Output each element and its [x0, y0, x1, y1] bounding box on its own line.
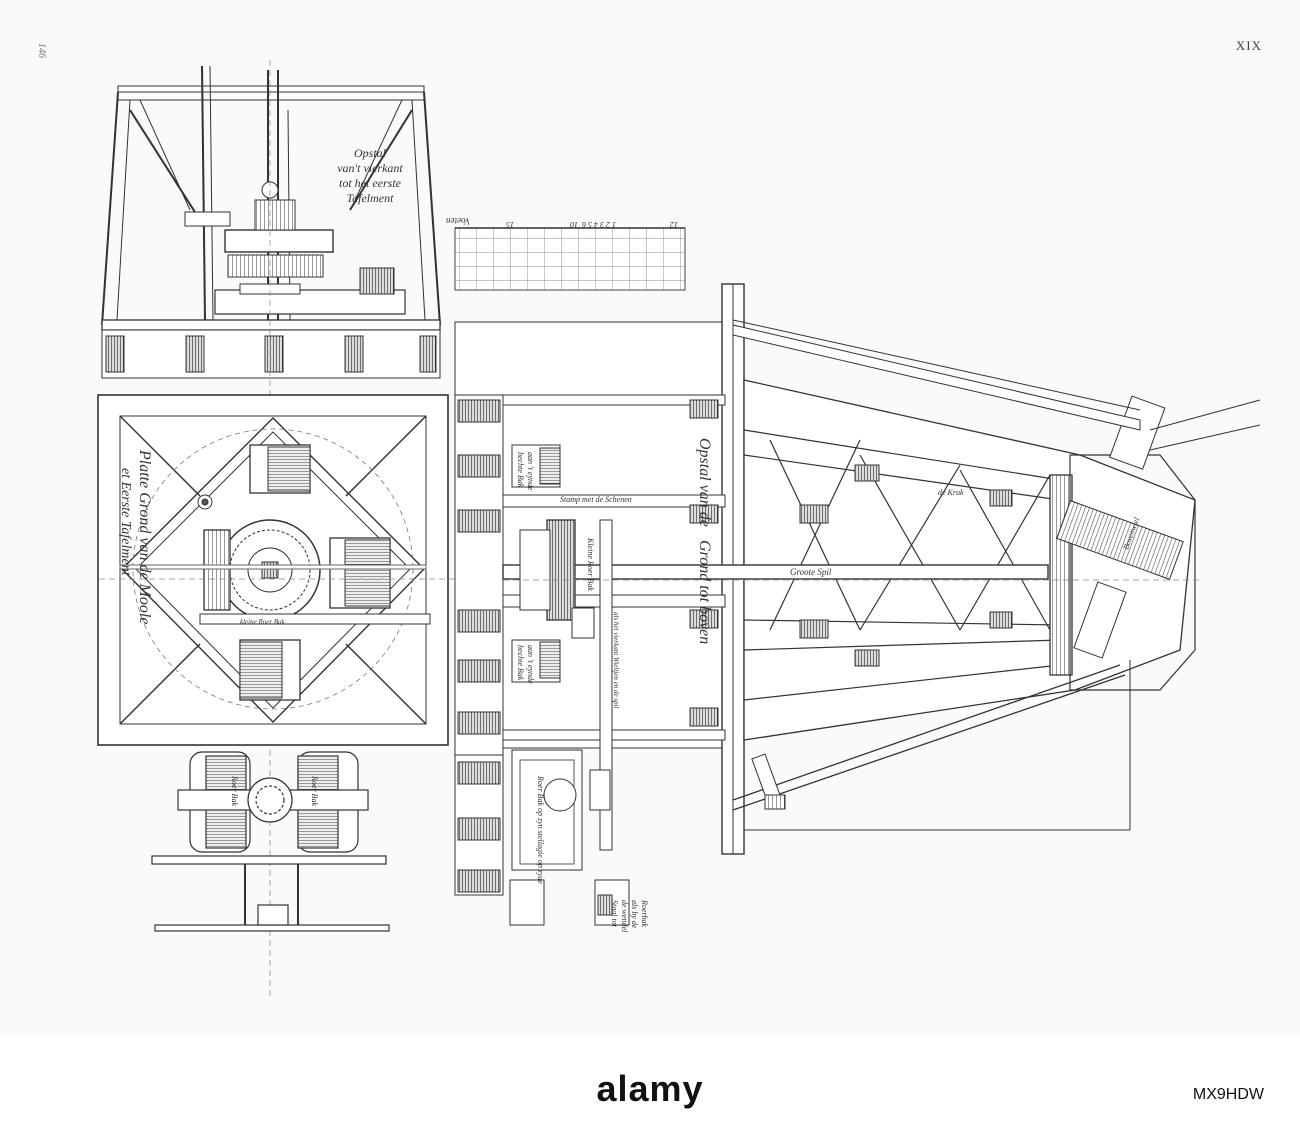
label-kleine-roer-bak: kleine Roer Bak — [240, 618, 286, 626]
scale-tick-15: 15 — [506, 220, 514, 229]
label-de-kruk: de Kruk — [938, 488, 964, 497]
label-de-wendel: de wendel — [620, 900, 629, 933]
plate-number: XIX — [1235, 38, 1262, 53]
label-hechte-bak-top-sub: aan 't eynde — [526, 452, 535, 491]
label-plattegrond-1: Platte Grond van de Moole — [136, 449, 153, 624]
scale-unit-label: Voeten — [446, 216, 470, 226]
label-opstal-4: Tafelment — [347, 191, 395, 205]
label-het-vierkant: als het vierkant Wieltjen en de spil — [612, 612, 620, 708]
label-roer-bak-kuip: Roer Bak op zyn stellagie op zyde — [536, 775, 545, 884]
label-roer-bak-2: Roer Bak — [310, 775, 319, 806]
scale-tick-20: 12 — [670, 220, 678, 229]
watermark-bar: alamy MX9HDW — [0, 1034, 1300, 1144]
gear-assembly-bottom — [151, 751, 390, 932]
label-hechte-bak-bottom-sub: aan 't eynde — [526, 645, 535, 684]
label-grond-tot-boven: Grond tot boven — [696, 540, 713, 644]
label-roerbak: Roerbak — [640, 899, 649, 928]
watermark-id: MX9HDW — [1192, 1086, 1264, 1103]
label-plattegrond-2: et Eerste Tafelment — [118, 468, 133, 577]
scale-tick-10: 10 — [570, 220, 578, 229]
label-opstal-3: tot het eerste — [339, 176, 402, 190]
watermark-logo: alamy — [596, 1068, 704, 1109]
label-opstal-2: van't vierkant — [337, 161, 403, 175]
label-stamp-met-de-schenen: Stamp met de Schenen — [560, 495, 632, 504]
scale-tick-1-6: 1 2 3 4 5 6 — [582, 220, 616, 229]
elevation-top-left — [101, 60, 441, 1000]
side-elevation — [99, 283, 1261, 926]
label-staal-tot: Staal tot — [610, 900, 619, 928]
floor-plan — [97, 394, 449, 746]
label-opstal-van-de: Opstal van de — [696, 438, 713, 527]
page-mark: 146 — [36, 43, 47, 58]
label-als-by: als by de — [630, 900, 639, 929]
label-roer-bak-1: Roer Bak — [230, 775, 239, 806]
label-groote-spil: Groote Spil — [790, 567, 832, 577]
label-kleine-bak: Kleine Roer Bak — [586, 537, 595, 591]
label-hechte-bak-bottom: hechte Bak — [516, 645, 525, 681]
label-opstal-1: Opstal — [354, 146, 387, 160]
label-hechte-bak-top: hechte Bak — [516, 452, 525, 488]
scale-bar — [454, 227, 686, 291]
